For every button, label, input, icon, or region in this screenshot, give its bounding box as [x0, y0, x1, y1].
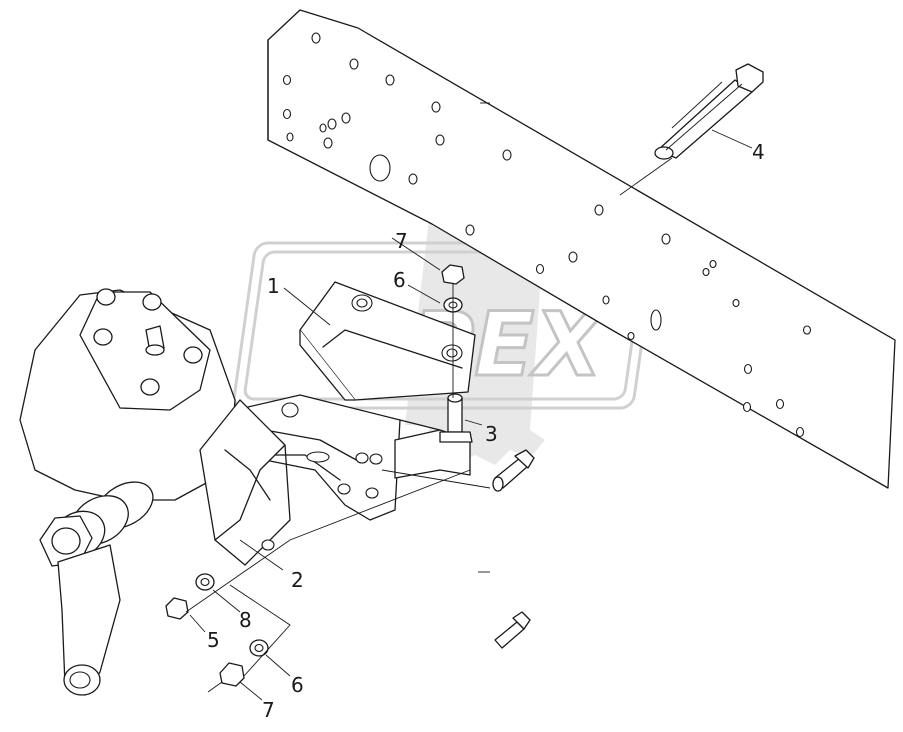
bolt-vertical	[439, 393, 473, 443]
callout-7-top: 7	[395, 229, 408, 253]
frame-rail-face	[267, 9, 896, 489]
bolt-lower-right	[494, 611, 531, 649]
callout-5: 5	[207, 628, 220, 652]
callout-8: 8	[239, 608, 252, 632]
bracket-plate	[299, 281, 476, 401]
callout-1: 1	[267, 274, 280, 298]
washer-6-lower	[249, 639, 269, 657]
washer-8	[195, 573, 215, 591]
cover-bolts	[93, 288, 203, 396]
frame-rail-holes	[282, 32, 812, 438]
callout-leaders	[189, 237, 483, 701]
nut-top	[441, 264, 465, 285]
bolt-horizontal	[381, 449, 535, 492]
long-bolt	[619, 63, 764, 196]
frame-rail	[267, 9, 896, 489]
steering-gear-box	[19, 288, 291, 567]
callout-2: 2	[291, 568, 304, 592]
pitman-arm	[57, 544, 121, 696]
callout-4: 4	[752, 140, 765, 164]
callout-3: 3	[485, 422, 498, 446]
nut-7-lower	[219, 662, 245, 687]
callout-7-bottom: 7	[262, 698, 275, 722]
callout-6-bottom: 6	[291, 673, 304, 697]
callout-6-top: 6	[393, 268, 406, 292]
nut-5	[165, 597, 189, 620]
